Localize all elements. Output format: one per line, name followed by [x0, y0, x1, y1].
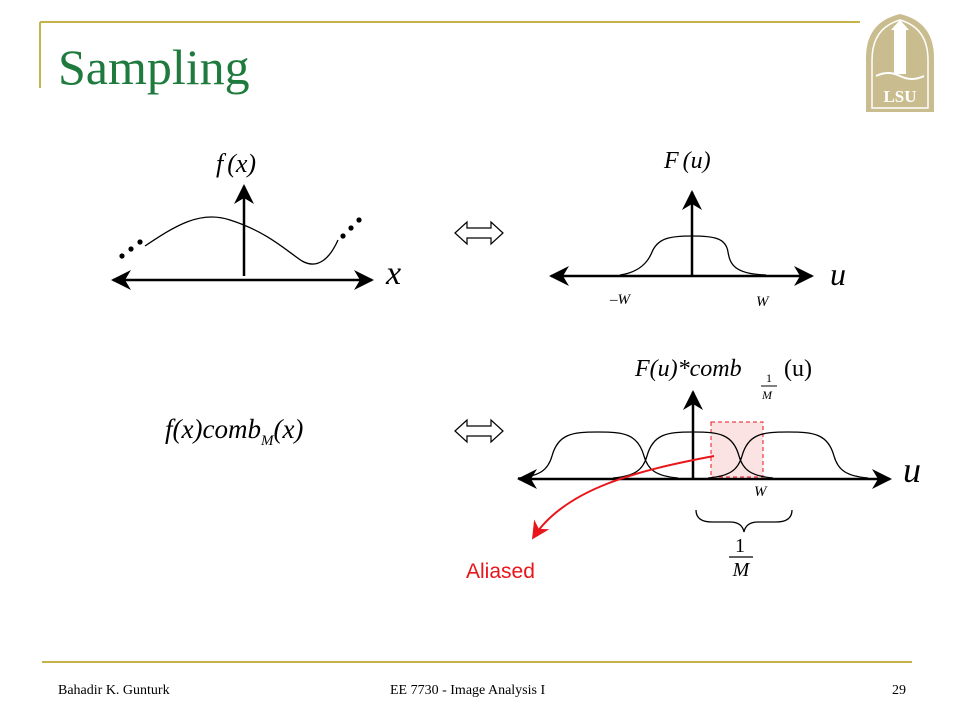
- fx-function-label: f(x): [216, 149, 256, 178]
- Fu-spectrum-curve: [619, 235, 767, 276]
- fx-axis-label: x: [385, 255, 401, 292]
- Fu-neg-w-label: –W: [609, 292, 632, 308]
- Fconv-axis-label: u: [903, 450, 921, 490]
- sampled-signal-expression: f(x)combM(x): [165, 414, 303, 449]
- title-frame: [39, 21, 912, 663]
- Fconv-expression-right: (u): [784, 356, 812, 382]
- Fu-pos-w-label: W: [756, 294, 770, 310]
- Fconv-w-label: W: [754, 484, 768, 500]
- equivalence-arrow-bottom: [454, 418, 504, 444]
- lsu-logo: LSU: [866, 14, 934, 112]
- Fconv-subscript-denominator: M: [761, 388, 773, 402]
- panel-fx: f(x) x: [111, 149, 401, 292]
- lsu-logo-text: LSU: [883, 87, 916, 106]
- spectrum-replicas: [517, 431, 869, 479]
- fx-left-ellipsis: [119, 239, 143, 259]
- footer-course: EE 7730 - Image Analysis I: [390, 683, 545, 698]
- replica-left: [517, 431, 679, 479]
- footer-author: Bahadir K. Gunturk: [58, 683, 170, 698]
- replica-center: [612, 431, 774, 479]
- page-title: Sampling: [58, 39, 250, 95]
- Fconv-subscript-numerator: 1: [766, 371, 772, 385]
- period-brace: [695, 509, 793, 533]
- period-denominator: M: [732, 559, 751, 581]
- equivalence-arrow-top: [454, 220, 504, 246]
- aliased-arrow: [532, 455, 715, 540]
- panel-Fu: F(u) u –W W: [549, 148, 846, 310]
- Fu-function-label: F(u): [663, 148, 711, 174]
- panel-Fconv: F(u)*comb 1 M (u) u W 1 M Aliased: [466, 356, 921, 583]
- Fconv-expression-left: F(u)*comb: [634, 356, 742, 382]
- Fu-axis-label: u: [830, 256, 846, 292]
- fx-right-ellipsis: [340, 217, 362, 239]
- aliased-label: Aliased: [466, 560, 535, 583]
- fx-signal-curve: [144, 216, 339, 265]
- period-numerator: 1: [735, 535, 745, 557]
- replica-right: [707, 431, 869, 479]
- footer-page-number: 29: [892, 683, 906, 698]
